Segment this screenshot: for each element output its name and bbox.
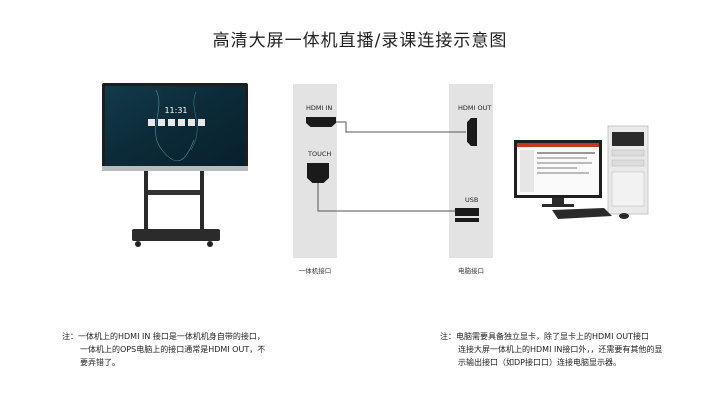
usb-port-icon — [455, 208, 479, 216]
note-left: 注：一体机上的HDMI IN 接口是一体机机身自带的接口， 一体机上的OPS电脑… — [62, 330, 322, 369]
board-ports-caption: 一体机接口 — [298, 267, 332, 275]
computer-illustration — [514, 125, 649, 219]
hdmi-in-port-icon — [306, 117, 336, 127]
touch-label: TOUCH — [308, 150, 332, 158]
page-title: 高清大屏一体机直播/录课连接示意图 — [212, 31, 508, 51]
note-right-line-2: 连接大屏一体机上的HDMI IN接口外，，还需要有其他的显 — [458, 345, 663, 354]
usb-port-icon-inner — [455, 218, 479, 222]
note-left-line-2: 一体机上的OPS电脑上的接口通常是HDMI OUT，不 — [80, 345, 266, 354]
note-left-line-1: 注：一体机上的HDMI IN 接口是一体机机身自带的接口， — [62, 332, 265, 341]
note-right: 注：电脑需要具备独立显卡，除了显卡上的HDMI OUT接口 连接大屏一体机上的H… — [440, 330, 720, 369]
hdmi-cable — [336, 121, 466, 133]
hdmi-in-label: HDMI IN — [306, 104, 333, 112]
smart-board-illustration: 11:31 — [102, 83, 248, 247]
note-right-line-1: 注：电脑需要具备独立显卡，除了显卡上的HDMI OUT接口 — [440, 332, 650, 341]
pc-ports-panel — [449, 84, 493, 258]
pc-ports-caption: 电脑接口 — [458, 267, 484, 275]
touch-port-icon — [307, 163, 329, 183]
note-right-line-3: 示输出接口（如DP接口口）连接电脑显示器。 — [458, 358, 621, 367]
note-left-line-3: 要弄错了。 — [80, 358, 120, 367]
usb-cable — [317, 183, 455, 212]
display-clock: 11:31 — [164, 106, 187, 115]
usb-label: USB — [465, 196, 479, 204]
hdmi-out-port-icon — [467, 118, 477, 146]
hdmi-out-label: HDMI OUT — [458, 104, 492, 112]
